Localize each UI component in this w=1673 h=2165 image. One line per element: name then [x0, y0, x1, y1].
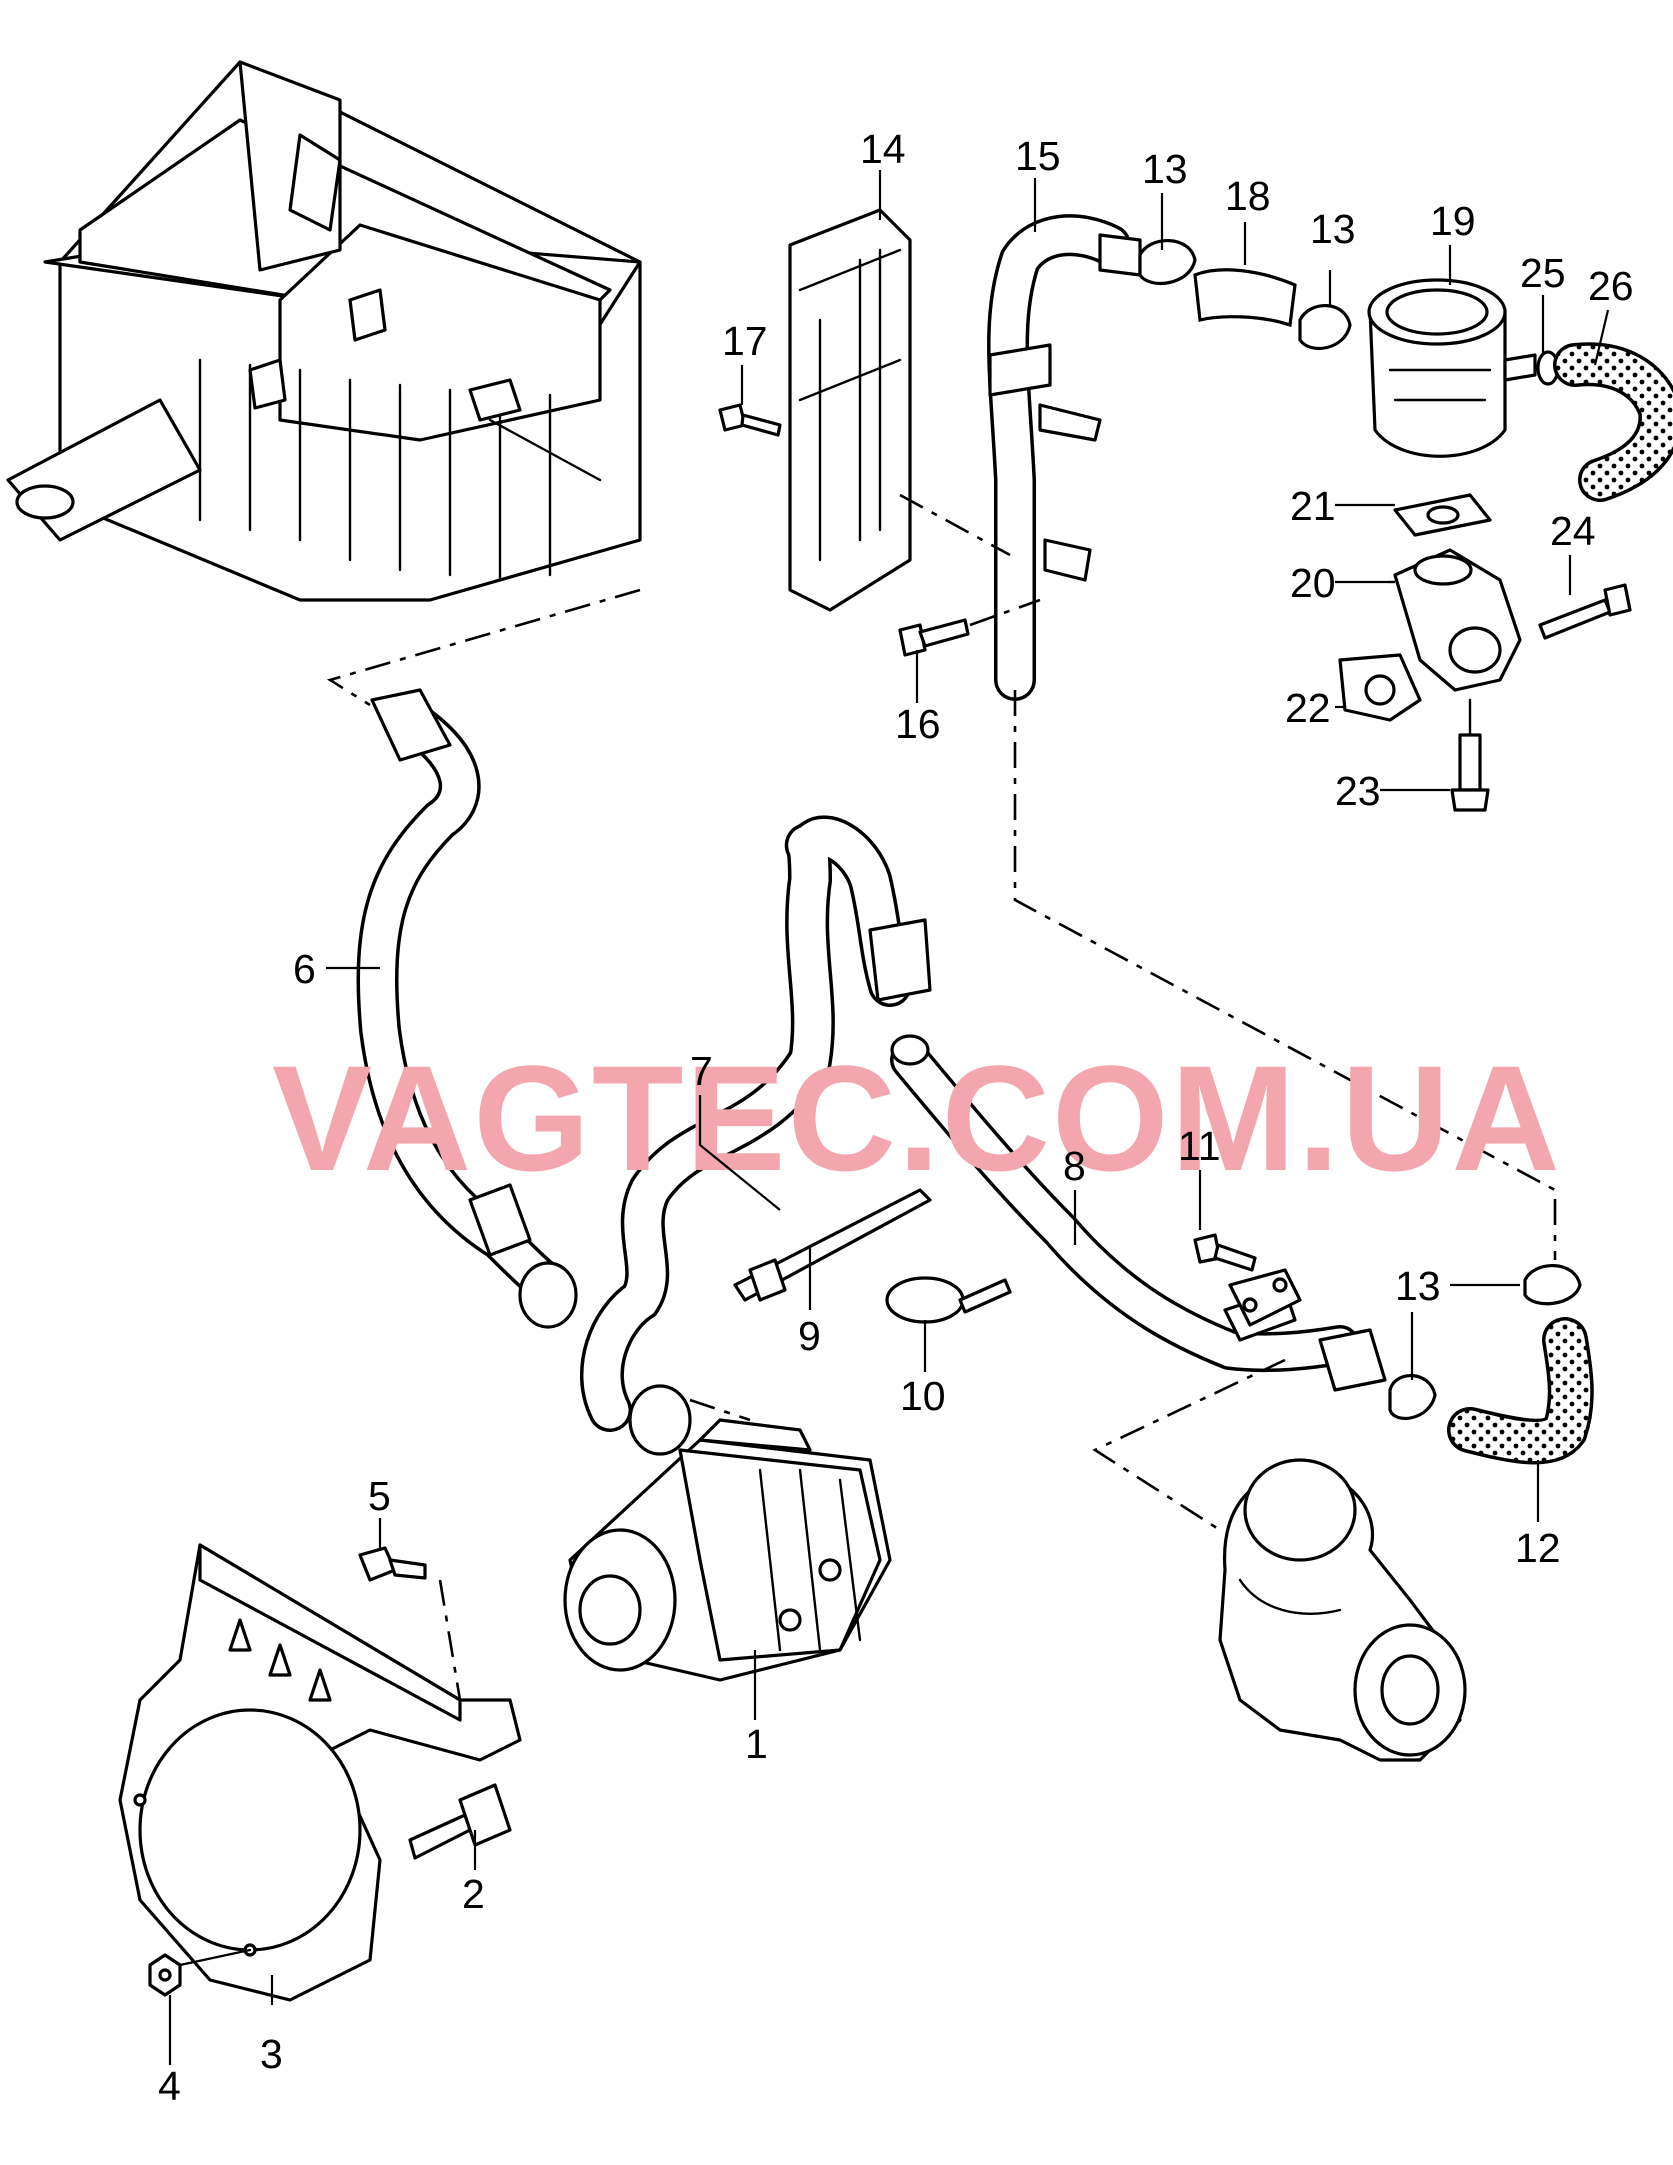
gasket-22	[1338, 653, 1422, 722]
holder-9	[733, 1188, 932, 1302]
callout-13-top-left: 13	[1142, 146, 1188, 192]
callout-17: 17	[722, 318, 768, 364]
screw-5	[358, 1546, 462, 1701]
bolt-11	[1193, 1233, 1257, 1272]
bolt-23	[1450, 698, 1490, 812]
cable-tie-10	[885, 1276, 1012, 1324]
callout-23: 23	[1335, 768, 1381, 814]
leader-lines	[168, 170, 1610, 2065]
callout-6: 6	[293, 946, 316, 992]
air-filter-housing	[6, 60, 642, 602]
bolt-16	[898, 598, 1041, 657]
callout-4: 4	[158, 2063, 181, 2109]
air-hose-7	[580, 815, 932, 1456]
secondary-air-pump	[563, 1418, 892, 1682]
air-pipe-15	[987, 214, 1142, 701]
callout-24: 24	[1550, 508, 1596, 554]
combination-valve-19	[1367, 278, 1537, 458]
callout-15: 15	[1015, 133, 1061, 179]
callout-14: 14	[860, 126, 906, 172]
callout-13-lower-left: 13	[1395, 1263, 1441, 1309]
heat-shield-14	[788, 208, 912, 612]
callout-10: 10	[900, 1373, 946, 1419]
callout-25: 25	[1520, 250, 1566, 296]
callout-16: 16	[895, 701, 941, 747]
bolt-2	[408, 1783, 512, 1860]
callout-8: 8	[1063, 1143, 1086, 1189]
hose-clamp-top-2	[1298, 304, 1352, 350]
screw-17	[718, 403, 782, 437]
callout-21: 21	[1290, 483, 1336, 529]
flange-20	[1393, 548, 1522, 692]
nut-4	[148, 1948, 252, 1997]
callout-22: 22	[1285, 685, 1331, 731]
callout-13-top-right: 13	[1310, 206, 1356, 252]
hose-12	[1447, 1317, 1594, 1465]
hose-bracket	[1228, 1268, 1302, 1327]
callout-26: 26	[1588, 263, 1634, 309]
hose-18	[1193, 268, 1297, 328]
watermark: VAGTEC.COM.UA	[272, 1034, 1562, 1202]
callout-18: 18	[1225, 173, 1271, 219]
air-hose-6	[356, 688, 578, 1329]
callout-2: 2	[462, 1871, 485, 1917]
hose-26	[1553, 342, 1673, 502]
bolt-24	[1538, 583, 1632, 640]
callout-7: 7	[690, 1048, 713, 1094]
callout-5: 5	[368, 1473, 391, 1519]
callout-1: 1	[745, 1721, 768, 1767]
hose-clamp-top-1	[1138, 239, 1197, 285]
callout-20: 20	[1290, 560, 1336, 606]
callout-12: 12	[1515, 1525, 1561, 1571]
hose-clamp-mid	[1388, 1374, 1437, 1420]
assembly-lines	[326, 493, 1557, 1532]
gasket-21	[1393, 493, 1492, 537]
callout-19: 19	[1430, 198, 1476, 244]
pump-bracket	[118, 1543, 522, 2002]
callout-11: 11	[1178, 1123, 1221, 1169]
callout-9: 9	[798, 1313, 821, 1359]
turbocharger	[1218, 1458, 1467, 1762]
hose-clamp-right	[1523, 1264, 1582, 1306]
callout-3: 3	[260, 2031, 283, 2077]
callout-labels: 1 2 3 4 5 6 7 8 9 10 11 12 13 13 13 13 1…	[158, 126, 1634, 2109]
